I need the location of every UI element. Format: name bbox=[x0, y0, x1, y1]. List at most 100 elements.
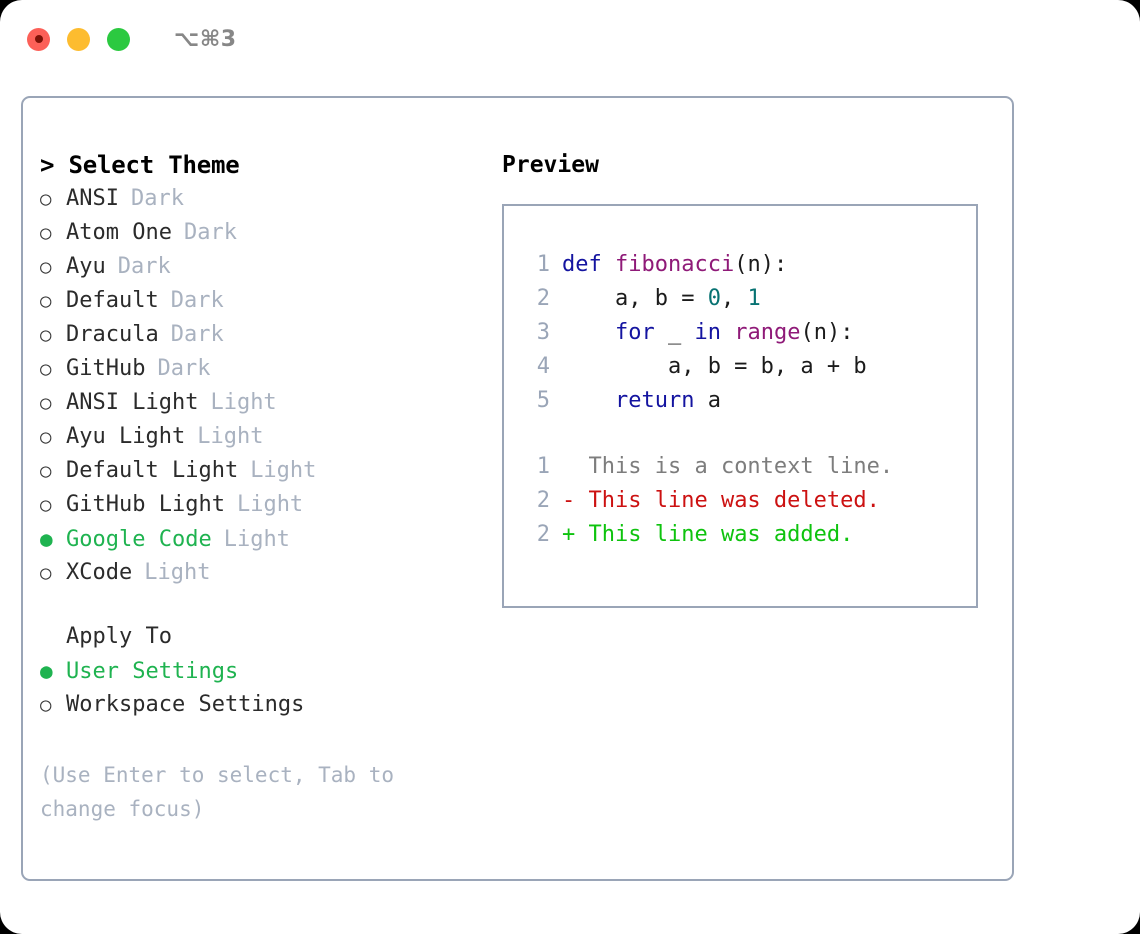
theme-option-label: Default Light bbox=[66, 458, 239, 483]
apply-to-option-user-settings[interactable]: ● User Settings bbox=[40, 654, 490, 688]
code-token-fn: range bbox=[734, 320, 801, 345]
diff-marker bbox=[562, 450, 575, 484]
radio-unselected-icon: ○ bbox=[40, 694, 52, 716]
theme-variant-tag: Light bbox=[250, 458, 317, 483]
window-controls bbox=[27, 27, 130, 51]
code-line: 5 return a bbox=[524, 384, 976, 418]
keyboard-hint: (Use Enter to select, Tab to change focu… bbox=[40, 763, 407, 821]
code-token-pl: a bbox=[694, 388, 721, 413]
theme-variant-tag: Dark bbox=[170, 288, 224, 313]
radio-unselected-icon: ○ bbox=[40, 358, 52, 380]
theme-option-label: ANSI Light bbox=[66, 390, 199, 415]
radio-unselected-icon: ○ bbox=[40, 460, 52, 482]
theme-option-label: XCode bbox=[66, 560, 133, 585]
code-token-num: 0 bbox=[707, 286, 721, 311]
code-token-pl: _ bbox=[654, 320, 695, 345]
line-number: 4 bbox=[536, 354, 550, 379]
theme-option-ansi[interactable]: ○ ANSI Dark bbox=[40, 182, 490, 216]
apply-to-list: ● User Settings ○ Workspace Settings bbox=[40, 654, 490, 722]
radio-unselected-icon: ○ bbox=[40, 188, 52, 210]
theme-variant-tag: Dark bbox=[117, 254, 171, 279]
theme-option-label: Dracula bbox=[66, 322, 159, 347]
theme-option-xcode[interactable]: ○ XCode Light bbox=[40, 556, 490, 590]
code-token-kw: def bbox=[562, 252, 615, 277]
theme-variant-tag: Dark bbox=[183, 220, 237, 245]
code-token-pl: (n): bbox=[800, 320, 854, 345]
theme-variant-tag: Light bbox=[144, 560, 211, 585]
apply-to-option-label: User Settings bbox=[66, 659, 239, 684]
theme-option-label: Default bbox=[66, 288, 159, 313]
apply-to-option-workspace-settings[interactable]: ○ Workspace Settings bbox=[40, 688, 490, 722]
diff-sample: 1 This is a context line.2- This line wa… bbox=[524, 450, 976, 552]
theme-option-default-light[interactable]: ○ Default Light Light bbox=[40, 454, 490, 488]
diff-line-del: 2- This line was deleted. bbox=[524, 484, 976, 518]
apply-to-label: Apply To bbox=[66, 624, 172, 649]
code-line: 4 a, b = b, a + b bbox=[524, 350, 976, 384]
radio-unselected-icon: ○ bbox=[40, 222, 52, 244]
theme-variant-tag: Dark bbox=[170, 322, 224, 347]
preview-header: Preview bbox=[502, 152, 599, 178]
theme-variant-tag: Light bbox=[236, 492, 304, 517]
theme-option-label: Google Code bbox=[66, 527, 212, 552]
code-line: 2 a, b = 0, 1 bbox=[524, 282, 976, 316]
diff-line-ctx: 1 This is a context line. bbox=[524, 450, 976, 484]
theme-variant-tag: Light bbox=[197, 424, 264, 449]
close-button[interactable] bbox=[27, 27, 50, 51]
theme-option-label: Atom One bbox=[66, 220, 172, 245]
theme-option-dracula[interactable]: ○ Dracula Dark bbox=[40, 318, 490, 352]
theme-variant-tag: Dark bbox=[130, 186, 184, 211]
theme-variant-tag: Dark bbox=[157, 356, 211, 381]
radio-unselected-icon: ○ bbox=[40, 494, 52, 516]
code-token-pl bbox=[721, 316, 734, 350]
radio-unselected-icon: ○ bbox=[40, 256, 52, 278]
code-token-fn: fibonacci bbox=[614, 252, 735, 277]
diff-marker: - bbox=[562, 488, 576, 513]
title-bar: ⌥⌘3 bbox=[0, 0, 1140, 78]
code-token-pl bbox=[562, 384, 615, 418]
line-number: 3 bbox=[536, 320, 550, 345]
code-token-kw: for bbox=[614, 320, 655, 345]
code-token-pl: a, b = bbox=[562, 286, 708, 311]
line-number: 2 bbox=[536, 488, 550, 513]
diff-line-add: 2+ This line was added. bbox=[524, 518, 976, 552]
theme-option-github-light[interactable]: ○ GitHub Light Light bbox=[40, 488, 490, 522]
minimize-button[interactable] bbox=[67, 27, 90, 51]
theme-option-label: Ayu Light bbox=[66, 424, 186, 449]
radio-selected-icon: ● bbox=[40, 659, 53, 683]
diff-marker: + bbox=[562, 522, 576, 547]
radio-unselected-icon: ○ bbox=[40, 324, 52, 346]
code-token-pl bbox=[562, 316, 615, 350]
theme-option-label: ANSI bbox=[66, 186, 119, 211]
code-token-pl: a, b = b, a + b bbox=[562, 354, 867, 379]
line-number: 2 bbox=[536, 286, 550, 311]
diff-text: This is a context line. bbox=[575, 454, 894, 479]
code-line: 3 for _ in range(n): bbox=[524, 316, 976, 350]
radio-unselected-icon: ○ bbox=[40, 392, 52, 414]
apply-to-header: ○ Apply To bbox=[40, 620, 490, 654]
radio-unselected-icon: ○ bbox=[40, 426, 52, 448]
line-number: 2 bbox=[536, 522, 550, 547]
line-number: 1 bbox=[536, 454, 550, 479]
radio-unselected-icon: ○ bbox=[40, 562, 52, 584]
theme-option-atom-one[interactable]: ○ Atom One Dark bbox=[40, 216, 490, 250]
theme-option-ayu-light[interactable]: ○ Ayu Light Light bbox=[40, 420, 490, 454]
apply-to-option-label: Workspace Settings bbox=[66, 692, 305, 717]
theme-option-label: GitHub Light bbox=[66, 492, 225, 517]
maximize-button[interactable] bbox=[107, 27, 130, 51]
code-token-num: 1 bbox=[747, 286, 761, 311]
hint-spacer bbox=[40, 722, 490, 754]
